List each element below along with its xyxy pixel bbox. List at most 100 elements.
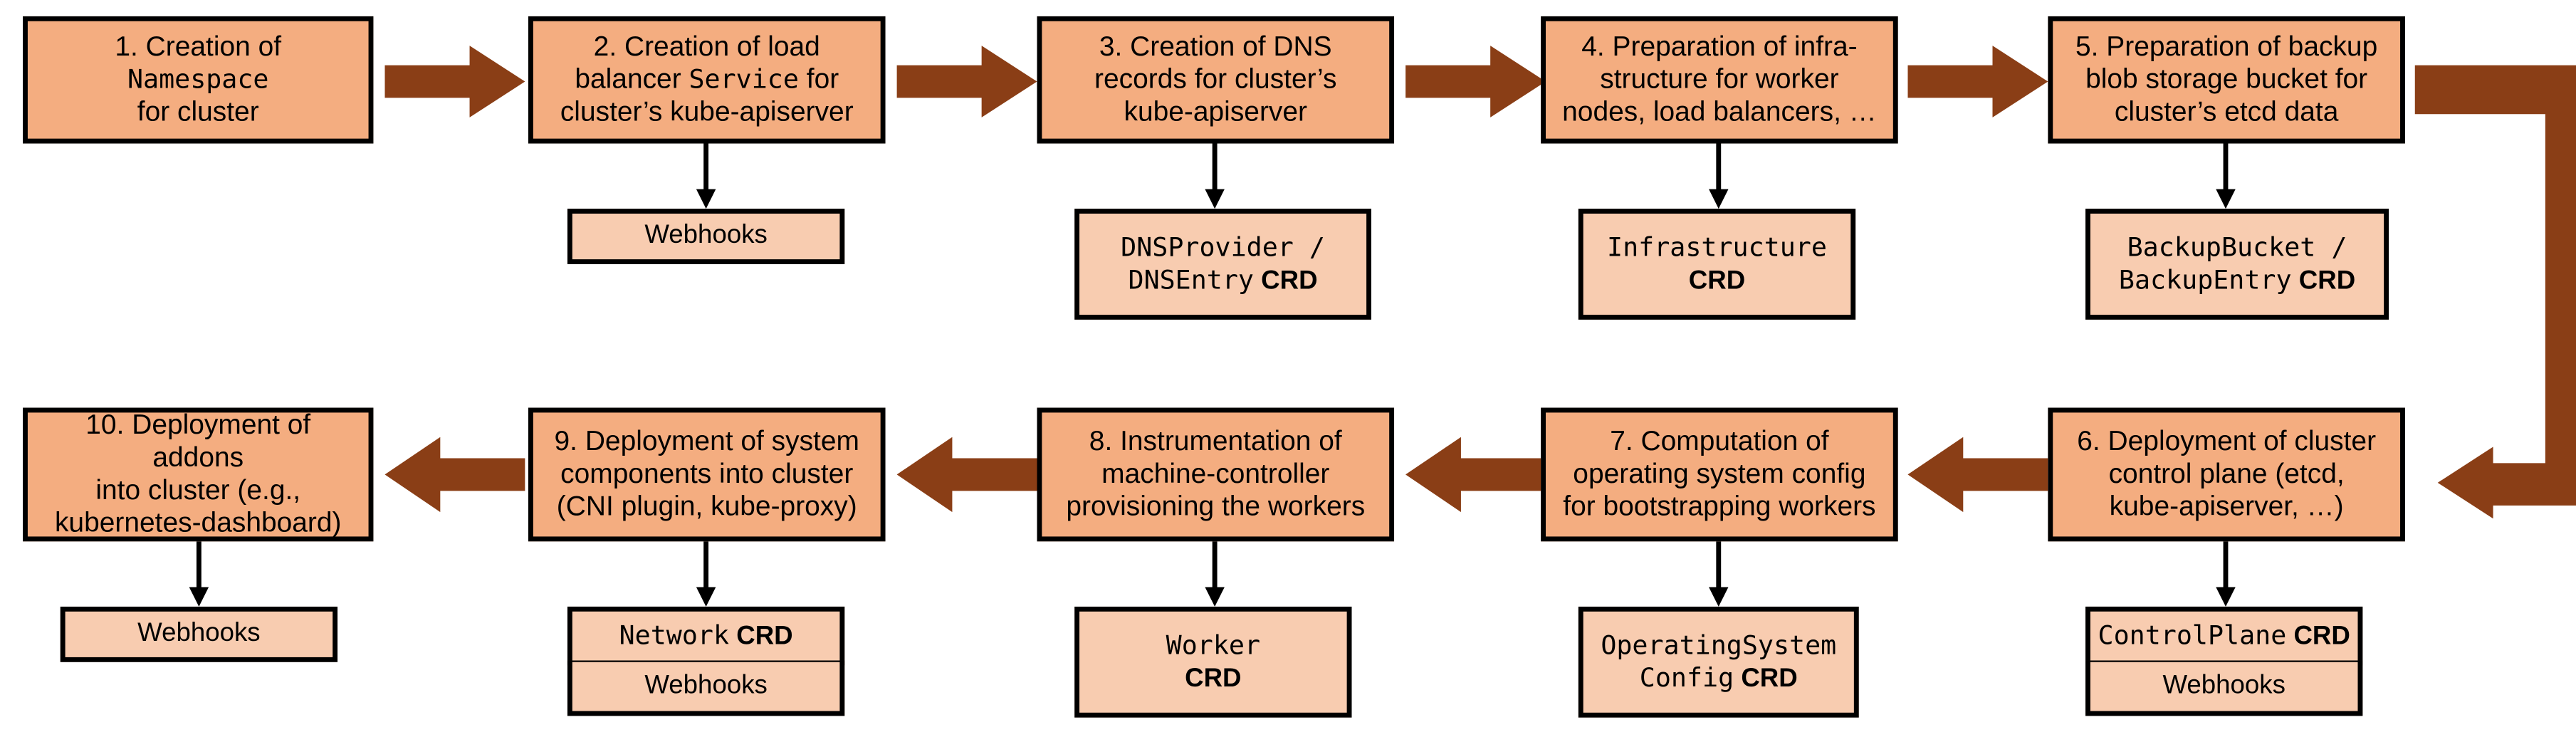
flow-arrow-5-6-elbow	[2414, 46, 2576, 519]
crd-4-line-1: Infrastructure	[1607, 231, 1827, 263]
diagram-canvas: 1. Creation of Namespace for cluster 2. …	[23, 16, 2576, 718]
connector-step-8-to-crd	[1202, 541, 1228, 607]
sub-box-crd-dnsprovider[interactable]: DNSProvider / DNSEntry CRD	[1074, 209, 1371, 320]
sub-box-webhooks-step-9[interactable]: Webhooks	[567, 660, 845, 716]
step-5-line-3: cluster’s etcd data	[2114, 96, 2339, 127]
crd-9-line-1: Network	[619, 620, 730, 652]
step-1-text: 1. Creation of Namespace for cluster	[44, 31, 352, 129]
step-3-line-1: 3. Creation of DNS	[1099, 31, 1332, 62]
step-1-line-3: for cluster	[137, 96, 259, 127]
step-8-line-3: provisioning the workers	[1066, 491, 1366, 522]
step-8-line-2: machine-controller	[1101, 458, 1330, 489]
connector-step-6-to-crd	[2213, 541, 2239, 607]
sub-box-crd-network[interactable]: Network CRD	[567, 606, 845, 666]
flow-arrow-7-8	[1405, 437, 1546, 513]
crd-8-tag: CRD	[1185, 664, 1242, 693]
sub-box-crd-operatingsystemconfig[interactable]: OperatingSystem Config CRD	[1578, 606, 1859, 718]
crd-7-line-1: OperatingSystem	[1601, 629, 1837, 661]
crd-8-line-1: Worker	[1166, 629, 1261, 662]
crd-5-line-1: BackupBucket /	[2127, 231, 2347, 263]
crd-7-text: OperatingSystem Config CRD	[1601, 629, 1836, 695]
crd-7-tag: CRD	[1741, 665, 1798, 694]
connector-step-7-to-crd	[1705, 541, 1732, 607]
step-10-text: 10. Deployment of addons into cluster (e…	[44, 409, 352, 540]
flow-arrow-2-3	[896, 46, 1037, 117]
step-7-text: 7. Computation of operating system confi…	[1562, 426, 1877, 524]
crd-3-line-1: DNSProvider /	[1121, 231, 1325, 263]
crd-4-text: Infrastructure CRD	[1607, 232, 1827, 296]
webhooks-label: Webhooks	[2162, 672, 2286, 701]
crd-5-tag: CRD	[2298, 267, 2356, 296]
step-6-line-2: control plane (etcd,	[2108, 458, 2345, 489]
step-7-line-3: for bootstrapping workers	[1563, 491, 1876, 522]
step-4-line-2: structure for worker	[1600, 63, 1839, 95]
crd-6-tag: CRD	[2293, 623, 2350, 652]
step-5-line-2: blob storage bucket for	[2085, 63, 2368, 95]
connector-step-9-to-crd	[693, 541, 719, 607]
crd-4-tag: CRD	[1688, 266, 1746, 295]
step-box-10[interactable]: 10. Deployment of addons into cluster (e…	[23, 407, 374, 542]
step-4-text: 4. Preparation of infra- structure for w…	[1562, 31, 1877, 129]
step-box-4[interactable]: 4. Preparation of infra- structure for w…	[1541, 16, 1898, 144]
flow-arrow-6-7	[1907, 437, 2048, 513]
step-6-line-3: kube-apiserver, …)	[2109, 491, 2344, 522]
step-box-3[interactable]: 3. Creation of DNS records for cluster’s…	[1037, 16, 1395, 144]
step-1-line-2: Namespace	[127, 63, 269, 95]
step-box-7[interactable]: 7. Computation of operating system confi…	[1541, 407, 1898, 542]
step-10-line-3: kubernetes-dashboard)	[54, 507, 342, 538]
sub-box-webhooks-step-2[interactable]: Webhooks	[567, 209, 845, 264]
step-5-text: 5. Preparation of backup blob storage bu…	[2069, 31, 2384, 129]
sub-box-webhooks-step-10[interactable]: Webhooks	[60, 606, 338, 662]
step-box-1[interactable]: 1. Creation of Namespace for cluster	[23, 16, 374, 144]
step-2-line-1: 2. Creation of load	[593, 31, 820, 62]
step-2-text: 2. Creation of load balancer Service for…	[550, 31, 864, 129]
step-box-5[interactable]: 5. Preparation of backup blob storage bu…	[2048, 16, 2405, 144]
webhooks-label: Webhooks	[644, 672, 768, 701]
crd-6-text: ControlPlane CRD	[2098, 620, 2350, 653]
flow-arrow-3-4	[1405, 46, 1546, 117]
sub-box-crd-infrastructure[interactable]: Infrastructure CRD	[1578, 209, 1856, 320]
crd-6-line-1: ControlPlane	[2098, 620, 2287, 652]
crd-9-text: Network CRD	[619, 620, 793, 653]
step-9-text: 9. Deployment of system components into …	[550, 426, 864, 524]
step-5-line-1: 5. Preparation of backup	[2075, 31, 2378, 62]
crd-8-text: Worker CRD	[1166, 630, 1260, 694]
flow-arrow-4-5	[1907, 46, 2048, 117]
step-4-line-3: nodes, load balancers, …	[1562, 96, 1877, 127]
step-8-text: 8. Instrumentation of machine-controller…	[1058, 426, 1373, 524]
step-4-line-1: 4. Preparation of infra-	[1581, 31, 1858, 62]
connector-step-10-to-webhooks	[186, 541, 212, 607]
step-10-line-1: 10. Deployment of addons	[85, 409, 311, 474]
step-9-line-3: (CNI plugin, kube-proxy)	[556, 491, 857, 522]
sub-box-webhooks-step-6[interactable]: Webhooks	[2085, 660, 2363, 716]
step-7-line-1: 7. Computation of	[1610, 425, 1829, 457]
step-9-line-1: 9. Deployment of system	[554, 425, 859, 457]
flow-arrow-8-9	[896, 437, 1037, 513]
step-8-line-1: 8. Instrumentation of	[1089, 425, 1342, 457]
connector-step-3-to-crd	[1202, 143, 1228, 209]
crd-5-text: BackupBucket / BackupEntry CRD	[2119, 231, 2355, 297]
step-10-line-2: into cluster (e.g.,	[95, 474, 301, 506]
sub-box-crd-worker[interactable]: Worker CRD	[1074, 606, 1352, 718]
step-box-2[interactable]: 2. Creation of load balancer Service for…	[528, 16, 886, 144]
crd-3-tag: CRD	[1261, 267, 1318, 296]
connector-step-4-to-crd	[1705, 143, 1732, 209]
crd-3-text: DNSProvider / DNSEntry CRD	[1121, 231, 1325, 297]
webhooks-label: Webhooks	[137, 620, 261, 649]
step-box-8[interactable]: 8. Instrumentation of machine-controller…	[1037, 407, 1395, 542]
sub-box-crd-backupbucket[interactable]: BackupBucket / BackupEntry CRD	[2085, 209, 2389, 320]
sub-box-crd-controlplane[interactable]: ControlPlane CRD	[2085, 606, 2363, 666]
step-3-line-2: records for cluster’s	[1094, 63, 1337, 95]
step-box-9[interactable]: 9. Deployment of system components into …	[528, 407, 886, 542]
step-1-line-1: 1. Creation of	[115, 31, 282, 62]
step-9-line-2: components into cluster	[560, 458, 854, 489]
crd-3-line-2: DNSEntry	[1128, 263, 1254, 296]
step-6-text: 6. Deployment of cluster control plane (…	[2069, 426, 2384, 524]
step-box-6[interactable]: 6. Deployment of cluster control plane (…	[2048, 407, 2405, 542]
step-3-text: 3. Creation of DNS records for cluster’s…	[1058, 31, 1373, 129]
crd-7-line-2: Config	[1639, 662, 1734, 694]
webhooks-label: Webhooks	[644, 222, 768, 251]
step-3-line-3: kube-apiserver	[1124, 96, 1308, 127]
step-6-line-1: 6. Deployment of cluster	[2077, 425, 2377, 457]
flow-arrow-1-2	[384, 46, 525, 117]
